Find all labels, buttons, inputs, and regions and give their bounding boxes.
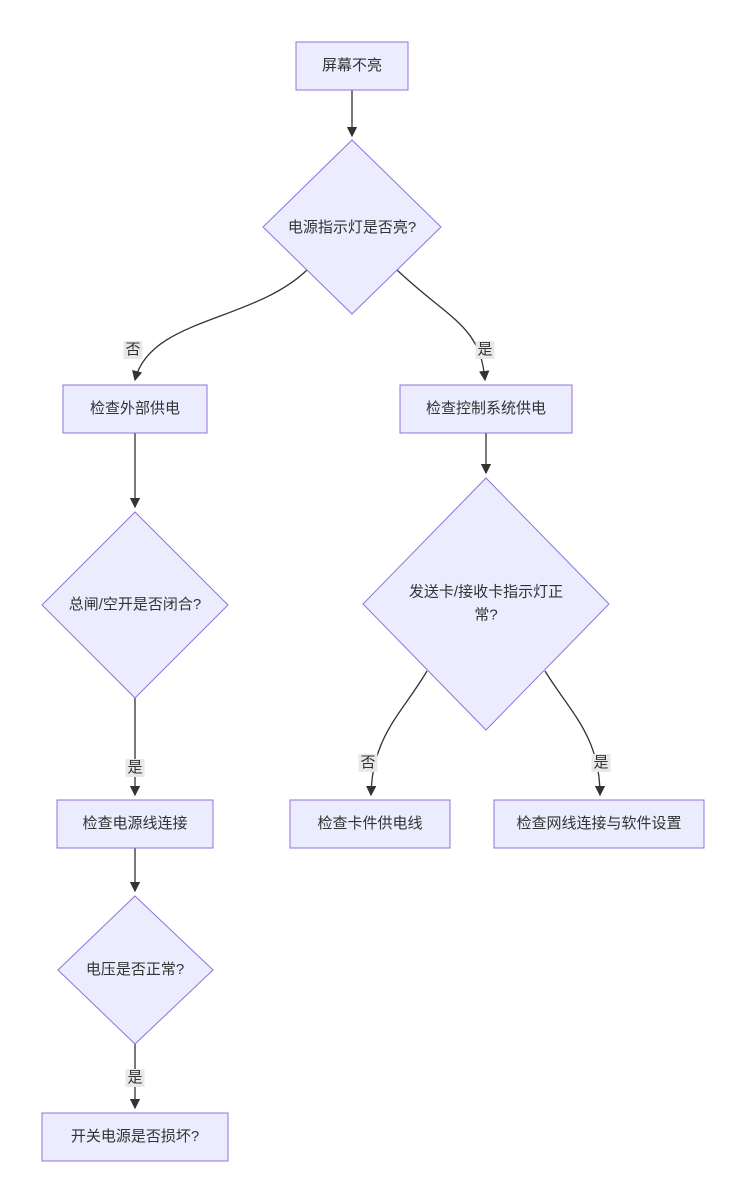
shape-power-indicator <box>262 139 442 315</box>
shape-voltage-normal <box>57 895 214 1045</box>
shape-psu-damaged <box>41 1112 229 1162</box>
edge-indicator-no <box>132 269 308 382</box>
shape-start <box>295 41 409 91</box>
shape-check-power-cable <box>56 799 214 849</box>
shape-card-indicator <box>362 477 610 731</box>
edge-card-no <box>365 670 428 797</box>
edge-card-yes <box>544 670 606 797</box>
shape-check-external-power <box>62 384 208 434</box>
edge-indicator-yes <box>396 269 490 382</box>
shape-check-card-power <box>289 799 451 849</box>
node-shape-group <box>41 41 705 1162</box>
edge-group <box>129 90 606 1110</box>
shape-breaker-closed <box>41 511 229 699</box>
shape-check-control-power <box>399 384 573 434</box>
shape-check-network <box>493 799 705 849</box>
